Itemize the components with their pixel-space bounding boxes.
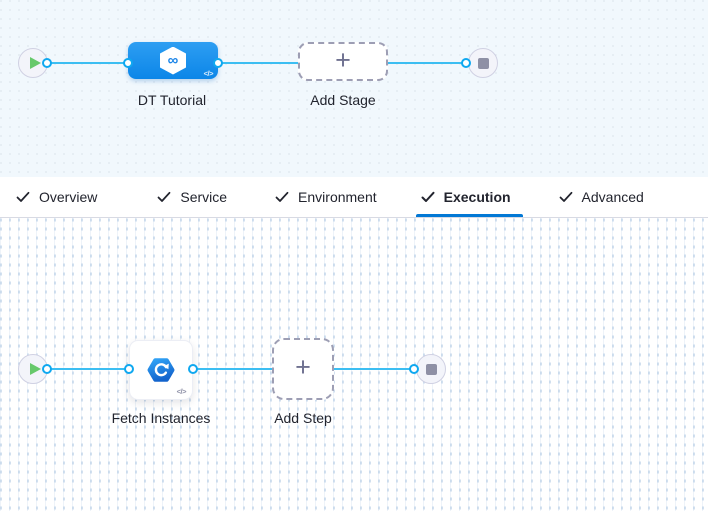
check-icon xyxy=(275,191,289,203)
tab-environment[interactable]: Environment xyxy=(275,177,377,217)
tab-advanced[interactable]: Advanced xyxy=(559,177,644,217)
code-icon: </> xyxy=(176,386,187,396)
stage-edge-line xyxy=(47,62,466,64)
tab-label: Environment xyxy=(298,189,377,205)
plus-icon: + xyxy=(335,44,351,75)
check-icon xyxy=(421,191,435,203)
step-node-right-connector[interactable] xyxy=(188,364,198,374)
add-step-label: Add Step xyxy=(274,410,332,426)
step-node-left-connector[interactable] xyxy=(124,364,134,374)
stage-node-label: DT Tutorial xyxy=(137,92,207,108)
add-stage-label: Add Stage xyxy=(310,92,376,108)
execution-graph-canvas[interactable]: </> Fetch Instances + Add Step xyxy=(0,218,708,511)
check-icon xyxy=(16,191,30,203)
check-icon xyxy=(157,191,171,203)
stage-config-tab-bar: Overview Service Environment Execution A xyxy=(0,177,708,218)
tab-service[interactable]: Service xyxy=(157,177,227,217)
harness-hexagon-icon: ∞ xyxy=(160,46,186,75)
exec-end-connector[interactable] xyxy=(409,364,419,374)
exec-start-connector[interactable] xyxy=(42,364,52,374)
stage-end-connector[interactable] xyxy=(461,58,471,68)
stage-graph-canvas[interactable]: ∞ </> DT Tutorial + Add Stage xyxy=(0,0,708,177)
step-node-label: Fetch Instances xyxy=(111,410,211,426)
tab-execution[interactable]: Execution xyxy=(415,177,523,217)
plus-icon: + xyxy=(295,352,311,382)
tab-label: Advanced xyxy=(581,189,644,205)
play-icon xyxy=(29,363,41,375)
fetch-instances-icon xyxy=(147,358,175,382)
add-stage-button[interactable]: + xyxy=(298,42,388,81)
stage-node-left-connector[interactable] xyxy=(123,58,133,68)
play-icon xyxy=(29,57,41,69)
stage-start-connector[interactable] xyxy=(42,58,52,68)
stop-icon xyxy=(477,57,489,69)
stage-node-right-connector[interactable] xyxy=(213,58,223,68)
stage-node-dt-tutorial[interactable]: ∞ </> xyxy=(128,42,218,79)
stop-icon xyxy=(425,363,437,375)
check-icon xyxy=(559,191,573,203)
infinity-icon: ∞ xyxy=(167,51,179,69)
tab-label: Service xyxy=(180,189,228,205)
step-edge-line xyxy=(47,368,414,370)
step-node-fetch-instances[interactable]: </> xyxy=(129,340,193,400)
stage-end-node xyxy=(468,48,498,78)
code-icon: </> xyxy=(203,68,214,78)
exec-end-node xyxy=(416,354,446,384)
exec-start-node xyxy=(18,354,48,384)
tab-overview[interactable]: Overview xyxy=(16,177,97,217)
tab-label: Execution xyxy=(443,189,511,205)
tab-label: Overview xyxy=(39,189,98,205)
add-step-button[interactable]: + xyxy=(272,338,334,400)
